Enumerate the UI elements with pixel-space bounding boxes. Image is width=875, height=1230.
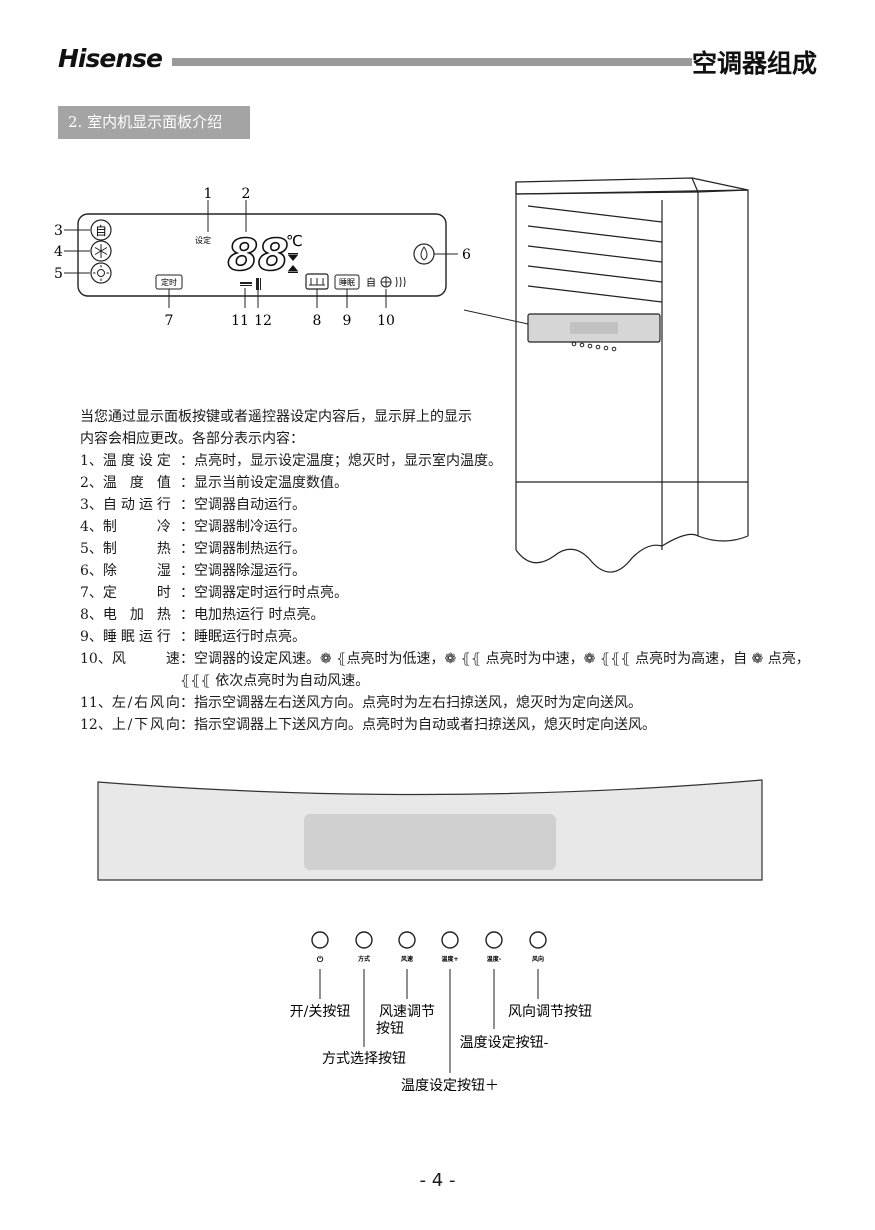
callout-1: 1 <box>204 186 213 202</box>
list-item: 8、电加热：电加热运行 时点亮。 <box>80 607 325 623</box>
fan-icon <box>380 276 392 288</box>
callout-2: 2 <box>242 186 251 202</box>
display-panel-diagram: 1 2 3 自 4 5 设定 88 ℃ 6 定时 7 11 12 <box>54 186 471 329</box>
list-item: 12、上/下风向：指示空调器上下送风方向。点亮时为自动或者扫掠送风，熄灭时定向送… <box>80 717 656 733</box>
power-icon: ⏻ <box>317 954 324 964</box>
fan-speed-button[interactable] <box>398 931 416 949</box>
list-item: 1、温度设定：点亮时，显示设定温度；熄灭时，显示室内温度。 <box>80 453 502 469</box>
sun-glyph <box>97 269 105 277</box>
setting-label: 设定 <box>195 235 211 245</box>
temp-unit: ℃ <box>286 232 303 250</box>
fan-speed-bars-icon <box>395 276 406 288</box>
temp-up-button-label: 温度设定按钮＋ <box>401 1078 499 1094</box>
callout-4: 4 <box>54 244 63 260</box>
list-item: 7、定时：空调器定时运行时点亮。 <box>80 585 348 601</box>
power-button-label: 开/关按钮 <box>290 1004 351 1020</box>
temp-arrows-icon <box>288 253 298 273</box>
direction-tiny-label: 风向 <box>532 955 544 963</box>
section-label: 2. 室内机显示面板介绍 <box>58 106 250 139</box>
fan-speed-button-label-2: 按钮 <box>376 1021 404 1037</box>
panel-outline <box>77 213 447 297</box>
temp-down-button[interactable] <box>485 931 503 949</box>
callout-12: 12 <box>254 313 272 329</box>
mode-tiny-label: 方式 <box>358 955 370 963</box>
callout-11: 11 <box>231 313 249 329</box>
list-item: 4、制冷：空调器制冷运行。 <box>80 519 306 535</box>
auto-mode-char: 自 <box>95 224 107 238</box>
power-button[interactable] <box>311 931 329 949</box>
callout-10: 10 <box>377 313 395 329</box>
list-item: 9、睡眠运行：睡眠运行时点亮。 <box>80 629 306 645</box>
unit-buttons-row <box>571 341 617 352</box>
sun-icon <box>90 262 112 284</box>
callout-3: 3 <box>54 223 63 239</box>
brand-logo: Hisense <box>58 44 163 73</box>
list-item: 5、制热：空调器制热运行。 <box>80 541 306 557</box>
callout-9: 9 <box>343 313 352 329</box>
temp-up-button[interactable] <box>441 931 459 949</box>
list-item: 2、温度值：显示当前设定温度数值。 <box>80 475 348 491</box>
fan-speed-tiny-label: 风速 <box>401 955 413 963</box>
swing-lr-icon <box>240 282 252 286</box>
header-divider <box>172 58 692 66</box>
page-number: - 4 - <box>419 1170 456 1191</box>
section-title: 空调器组成 <box>691 49 817 78</box>
callout-6: 6 <box>462 247 471 263</box>
auto-mode-icon <box>90 219 112 241</box>
mode-button[interactable] <box>355 931 373 949</box>
pointer-line <box>463 309 529 325</box>
timer-label: 定时 <box>161 277 177 287</box>
temp-up-tiny-label: 温度+ <box>441 955 458 963</box>
intro-line-2: 内容会相应更改。各部分表示内容： <box>80 431 304 447</box>
list-item-continuation: ⦃⦃⦃ 依次点亮时为自动风速。 <box>180 673 370 689</box>
display-window <box>304 814 556 870</box>
fan-speed-button-label-1: 风速调节 <box>379 1004 435 1020</box>
list-item: 3、自动运行：空调器自动运行。 <box>80 497 306 513</box>
snowflake-glyph <box>94 244 108 258</box>
fan-auto-char: 自 <box>366 276 376 289</box>
list-item: 6、除湿：空调器除湿运行。 <box>80 563 306 579</box>
indoor-unit-illustration <box>515 177 749 573</box>
swing-ud-icon <box>256 278 261 290</box>
description-text: 当您通过显示面板按键或者遥控器设定内容后，显示屏上的显示 内容会相应更改。各部分… <box>80 406 840 736</box>
droplet-glyph <box>420 246 428 261</box>
temp-down-button-label: 温度设定按钮- <box>460 1035 549 1051</box>
intro-line-1: 当您通过显示面板按键或者遥控器设定内容后，显示屏上的显示 <box>80 409 472 425</box>
temp-digits: 88 <box>227 230 288 281</box>
sleep-label: 睡眠 <box>339 278 355 287</box>
callout-5: 5 <box>54 266 63 282</box>
control-buttons-diagram: ⏻ 方式 风速 温度+ 温度- 风向 开/关按钮 方式选择按钮 风速调节 按钮 … <box>290 931 592 1094</box>
temp-down-tiny-label: 温度- <box>487 955 502 963</box>
callout-8: 8 <box>313 313 322 329</box>
snowflake-icon <box>90 240 112 262</box>
direction-button-label: 风向调节按钮 <box>508 1004 592 1020</box>
direction-button[interactable] <box>529 931 547 949</box>
heater-glyph <box>309 278 325 286</box>
list-item: 10、风速：空调器的设定风速。❁ ⦃点亮时为低速，❁ ⦃⦃ 点亮时为中速，❁ ⦃… <box>80 651 810 667</box>
mode-button-label: 方式选择按钮 <box>322 1051 406 1067</box>
front-panel-illustration <box>97 779 763 881</box>
list-item: 11、左/右风向：指示空调器左右送风方向。点亮时为左右扫掠送风，熄灭时为定向送风… <box>80 695 642 711</box>
callout-7: 7 <box>165 313 174 329</box>
